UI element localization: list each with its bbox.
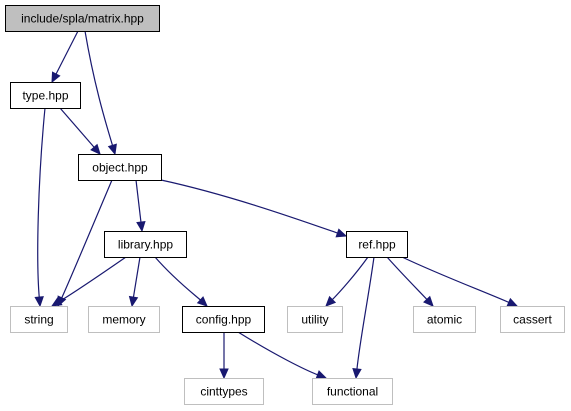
node-box [104,231,187,258]
node-type[interactable]: type.hpp [10,82,81,109]
node-box [88,306,160,333]
edge-arrowhead [423,295,434,307]
edge-ref-functional [352,256,375,380]
node-ref[interactable]: ref.hpp [346,231,408,258]
node-label: config.hpp [196,313,252,327]
node-box [500,306,565,333]
edge-line [331,256,369,301]
edge-library-string [50,256,127,307]
edge-line [386,256,428,301]
node-functional: functional [312,378,393,405]
edge-line [154,256,202,302]
node-label: cassert [513,313,552,327]
edge-line [60,179,113,299]
node-box [10,306,68,333]
edge-arrowhead [325,295,337,307]
edge-line [55,30,79,76]
node-label: utility [301,313,328,327]
node-label: object.hpp [92,161,148,175]
edge-arrowhead [196,296,208,307]
node-label: memory [102,313,145,327]
node-box [5,5,160,32]
node-label: cinttypes [200,385,247,399]
edge-line [37,107,46,299]
node-cinttypes: cinttypes [184,378,264,405]
edge-arrowhead [506,297,519,307]
edge-library-config [154,256,208,307]
edge-arrowhead [107,143,117,156]
edge-matrix-object [84,30,117,156]
node-label: atomic [427,313,462,327]
edge-arrowhead [335,228,348,238]
node-utility: utility [287,306,343,333]
edge-config-cinttypes [219,332,229,380]
node-cassert: cassert [500,306,565,333]
node-label: include/spla/matrix.hpp [21,12,144,26]
edge-arrowhead [90,143,101,155]
node-label: ref.hpp [358,238,396,252]
edge-arrowhead [51,71,61,84]
edge-library-memory [128,256,141,308]
edges-layer [34,30,519,380]
node-label: type.hpp [22,89,68,103]
node-atomic: atomic [413,306,476,333]
edge-object-ref [160,179,348,238]
edge-arrowhead [128,295,139,308]
node-matrix[interactable]: include/spla/matrix.hpp [5,5,160,32]
edge-arrowhead [136,221,146,233]
node-box [287,306,343,333]
edge-arrowhead [219,368,229,380]
edge-type-object [59,107,101,155]
edge-line [84,30,114,147]
edge-object-library [135,179,146,233]
edge-matrix-type [51,30,79,84]
node-box [182,306,265,333]
edge-line [59,107,96,149]
edge-config-functional [237,331,328,380]
edge-arrowhead [34,296,44,308]
edge-line [237,331,319,376]
edge-arrowhead [315,370,328,380]
node-string: string [10,306,68,333]
node-memory: memory [88,306,160,333]
node-box [312,378,393,405]
node-library[interactable]: library.hpp [104,231,187,258]
node-box [184,378,264,405]
edge-line [135,179,142,224]
edge-line [58,256,127,303]
node-label: library.hpp [118,238,173,252]
node-label: string [24,313,53,327]
node-box [78,154,162,181]
node-box [346,231,408,258]
edge-type-string [34,107,46,308]
edge-line [132,256,141,299]
edge-ref-atomic [386,256,434,307]
edge-line [401,256,510,304]
edge-line [160,179,339,234]
node-object[interactable]: object.hpp [78,154,162,181]
node-label: functional [327,385,378,399]
edge-arrowhead [352,368,362,380]
nodes-layer: include/spla/matrix.hpp type.hpp object.hp… [5,5,565,405]
node-box [10,82,81,109]
edge-ref-cassert [401,256,519,307]
edge-object-string [57,179,113,308]
edge-ref-utility [325,256,369,307]
node-config[interactable]: config.hpp [182,306,265,333]
edge-line [356,256,375,371]
edge-arrowhead [50,296,63,307]
node-box [413,306,476,333]
